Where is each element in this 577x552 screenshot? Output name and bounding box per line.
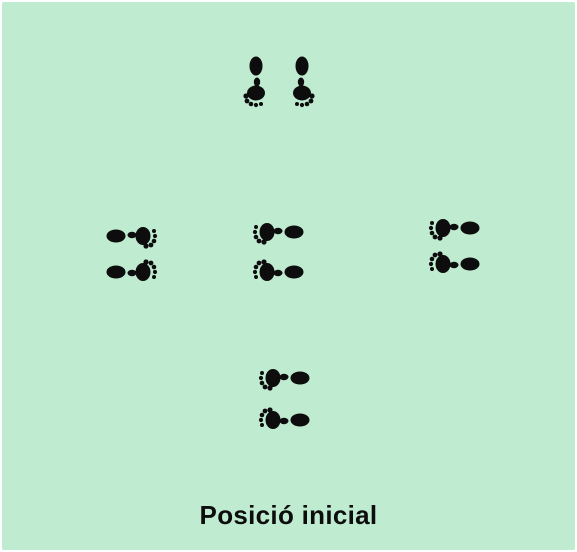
footprint-pair-center <box>253 223 304 281</box>
footprint-upper-foot <box>259 369 310 391</box>
footprint-lower-foot <box>259 407 310 429</box>
caption-title: Posició inicial <box>0 500 577 531</box>
footprint-right-foot <box>293 57 315 108</box>
footprint-pair-bottom <box>259 369 310 429</box>
footprint-upper-foot <box>107 227 158 249</box>
footprint-lower-foot <box>429 251 480 273</box>
footprint-lower-foot <box>107 259 158 281</box>
footprint-upper-foot <box>429 219 480 241</box>
footprint-lower-foot <box>253 259 304 281</box>
footprint-pair-top <box>243 57 314 108</box>
footprint-pair-right <box>429 219 480 273</box>
footprint-pair-left <box>107 227 158 281</box>
footprints-group <box>107 57 480 430</box>
footprint-left-foot <box>243 57 265 108</box>
footprint-upper-foot <box>253 223 304 245</box>
